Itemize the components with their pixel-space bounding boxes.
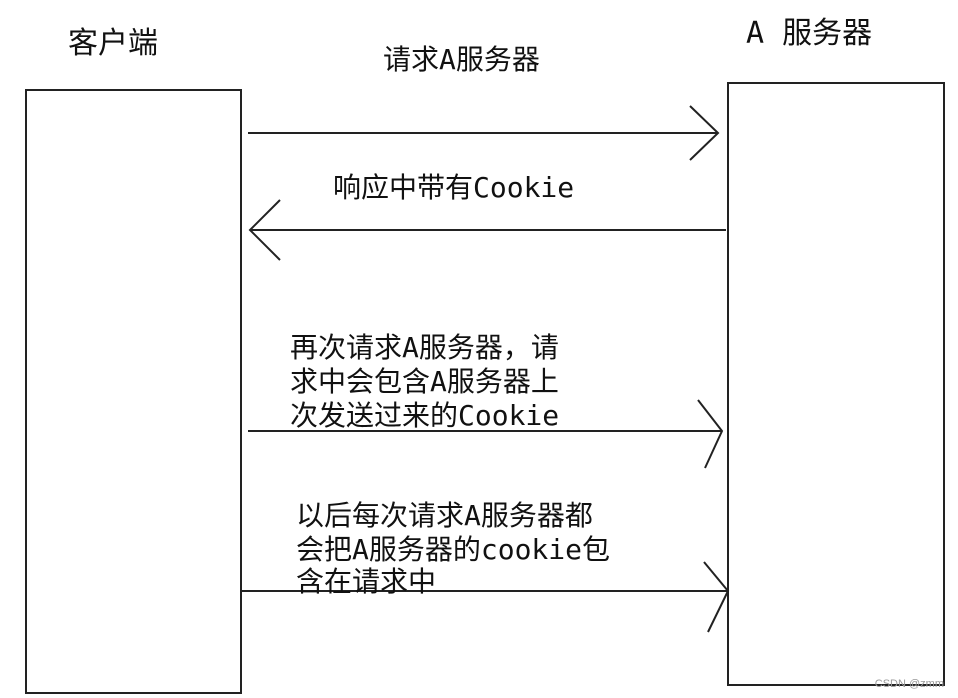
message-request: 请求A服务器	[383, 43, 540, 76]
text-line: 次发送过来的Cookie	[290, 399, 560, 432]
text-line: 求中会包含A服务器上	[290, 365, 559, 398]
text-line: 以后每次请求A服务器都	[296, 499, 593, 532]
arrow-request	[248, 105, 720, 161]
server-label: A 服务器	[746, 16, 873, 51]
text-line: 再次请求A服务器，请	[290, 331, 559, 364]
watermark: CSDN @zmm	[874, 678, 944, 690]
arrow-response	[248, 199, 726, 261]
client-label: 客户端	[68, 26, 158, 61]
text-line: 含在请求中	[296, 565, 437, 598]
client-box	[25, 89, 242, 694]
message-response: 响应中带有Cookie	[333, 171, 575, 204]
arrow-subsequent-requests	[241, 561, 730, 633]
text-line: 会把A服务器的cookie包	[296, 533, 611, 566]
server-box	[727, 82, 945, 686]
arrow-second-request	[248, 399, 724, 469]
